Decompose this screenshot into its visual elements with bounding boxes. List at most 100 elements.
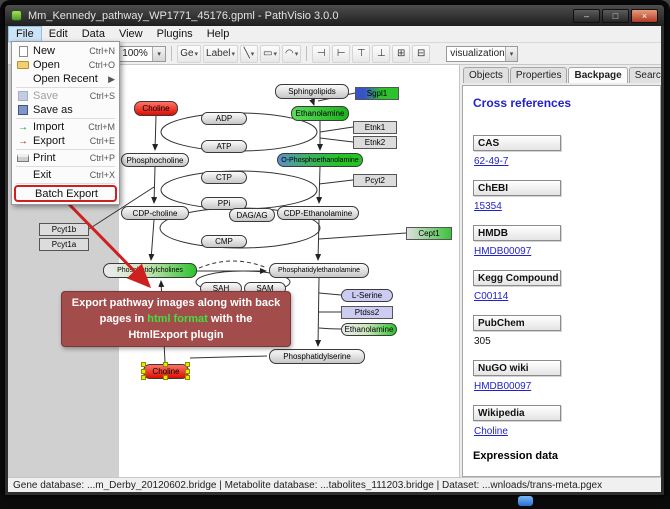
database-name-pubchem: PubChem bbox=[473, 315, 561, 331]
database-id-link-chebi[interactable]: 15354 bbox=[474, 201, 502, 212]
toolbar-separator bbox=[306, 46, 308, 61]
close-button[interactable]: × bbox=[631, 8, 658, 23]
pathway-node-dag-ag-14[interactable]: DAG/AG bbox=[229, 208, 275, 222]
align-tool-icon-0[interactable]: ⊣ bbox=[312, 44, 331, 63]
pathway-node-phosphatidylcholines-20[interactable]: Phosphatidylcholines bbox=[103, 263, 197, 278]
tab-properties[interactable]: Properties bbox=[509, 67, 568, 83]
visualization-dropdown-icon[interactable]: ▾ bbox=[504, 46, 518, 61]
zoom-dropdown-icon[interactable]: ▾ bbox=[152, 46, 166, 61]
tab-search[interactable]: Search bbox=[628, 67, 661, 83]
pathway-node-atp-6[interactable]: ATP bbox=[201, 140, 247, 153]
line-tool-button[interactable]: ╲▾ bbox=[240, 44, 259, 63]
minimize-button[interactable]: – bbox=[573, 8, 600, 23]
new-icon bbox=[16, 45, 30, 57]
database-id-link-wikipedia[interactable]: Choline bbox=[474, 426, 508, 437]
node-label: CDP-choline bbox=[132, 208, 178, 218]
align-tool-icon-4[interactable]: ⊞ bbox=[392, 44, 411, 63]
pathway-node-sgpl1-1[interactable]: Sgpl1 bbox=[355, 87, 399, 100]
pathway-node-pcyt1b-18[interactable]: Pcyt1b bbox=[39, 223, 89, 236]
align-tool-icon-3[interactable]: ⊥ bbox=[372, 44, 391, 63]
node-label: Etnk1 bbox=[364, 123, 386, 132]
gene-node-tool-button[interactable]: Ge▾ bbox=[177, 44, 202, 63]
tab-backpage[interactable]: Backpage bbox=[568, 67, 628, 83]
statusbar-text: Gene database: ...m_Derby_20120602.bridg… bbox=[13, 479, 603, 491]
menu-item-open[interactable]: Open Ctrl+O bbox=[14, 58, 117, 72]
align-tool-icon-5[interactable]: ⊟ bbox=[412, 44, 431, 63]
shape-tool-button[interactable]: ▭▾ bbox=[260, 44, 280, 63]
menu-data[interactable]: Data bbox=[81, 28, 105, 40]
node-label: Choline bbox=[152, 367, 180, 376]
pathway-node-etnk2-7[interactable]: Etnk2 bbox=[353, 136, 397, 149]
pathway-node-l-serine-24[interactable]: L-Serine bbox=[341, 289, 393, 302]
menu-plugins[interactable]: Plugins bbox=[156, 28, 193, 40]
node-label: Cept1 bbox=[418, 229, 440, 238]
pathway-node-cdp-ethanolamine-15[interactable]: CDP-Ethanolamine bbox=[277, 206, 359, 220]
pathway-node-phosphatidylethanolamine-23[interactable]: Phosphatidylethanolamine bbox=[269, 263, 369, 278]
pathway-node-cdp-choline-13[interactable]: CDP-choline bbox=[121, 206, 189, 220]
database-id-link-cas[interactable]: 62-49-7 bbox=[474, 156, 509, 167]
pathvisio-app-icon bbox=[11, 10, 22, 21]
menu-view[interactable]: View bbox=[118, 28, 143, 40]
pathway-node-choline-2[interactable]: Choline bbox=[134, 101, 178, 116]
database-name-nugo-wiki: NuGO wiki bbox=[473, 360, 561, 376]
pathway-node-ethanolamine-3[interactable]: Ethanolamine bbox=[291, 106, 349, 121]
annotation-line-3: HtmlExport plugin bbox=[128, 329, 224, 341]
pathway-node-o-phosphoethanolamine-9[interactable]: O-Phosphoethanolamine bbox=[277, 153, 363, 167]
pathway-node-etnk1-5[interactable]: Etnk1 bbox=[353, 121, 397, 134]
label-tool-button[interactable]: Label▾ bbox=[203, 44, 239, 63]
pathway-node-choline-28[interactable]: Choline bbox=[141, 362, 190, 380]
cross-references-heading: Cross references bbox=[473, 96, 572, 110]
menu-item-save-as[interactable]: Save as bbox=[14, 103, 117, 117]
blank-icon bbox=[16, 73, 30, 85]
menu-edit[interactable]: Edit bbox=[48, 28, 68, 40]
database-id-link-nugo-wiki[interactable]: HMDB00097 bbox=[474, 381, 532, 392]
zoom-combobox[interactable]: 100% ▾ bbox=[118, 45, 167, 62]
align-tool-icon-2[interactable]: ⊤ bbox=[352, 44, 371, 63]
menu-item-batch-export[interactable]: Batch Export bbox=[14, 185, 117, 202]
pathway-node-sphingolipids-0[interactable]: Sphingolipids bbox=[275, 84, 349, 99]
pathway-node-pcyt1a-19[interactable]: Pcyt1a bbox=[39, 238, 89, 251]
expression-data-heading: Expression data bbox=[473, 450, 558, 462]
pathway-node-phosphocholine-8[interactable]: Phosphocholine bbox=[121, 153, 189, 167]
node-label: Ethanolamine bbox=[344, 325, 394, 334]
annotation-line-1: Export pathway images along with back bbox=[71, 297, 281, 309]
selection-handle bbox=[163, 362, 168, 367]
pathway-node-pcyt2-11[interactable]: Pcyt2 bbox=[353, 174, 397, 187]
menu-shortcut: Ctrl+O bbox=[88, 60, 115, 70]
menu-help[interactable]: Help bbox=[206, 28, 230, 40]
tutorial-annotation: Export pathway images along with back pa… bbox=[61, 291, 291, 347]
pathway-node-cept1-16[interactable]: Cept1 bbox=[406, 227, 452, 240]
tab-objects[interactable]: Objects bbox=[463, 67, 509, 83]
align-tool-icon-1[interactable]: ⊢ bbox=[332, 44, 351, 63]
database-id-link-kegg-compound[interactable]: C00114 bbox=[474, 291, 509, 302]
submenu-arrow-icon: ▶ bbox=[108, 73, 115, 84]
menu-file[interactable]: File bbox=[8, 26, 42, 42]
menu-item-open-recent[interactable]: Open Recent▶ bbox=[14, 72, 117, 86]
node-label: Pcyt1a bbox=[51, 240, 77, 249]
menu-separator bbox=[16, 118, 115, 119]
menu-item-label: Open bbox=[33, 59, 60, 71]
visualization-combobox[interactable]: visualization ▾ bbox=[446, 45, 519, 62]
window-title: Mm_Kennedy_pathway_WP1771_45176.gpml - P… bbox=[28, 9, 339, 22]
database-id-link-hmdb[interactable]: HMDB00097 bbox=[474, 246, 532, 257]
maximize-button[interactable]: □ bbox=[602, 8, 629, 23]
arc-tool-button[interactable]: ◠▾ bbox=[282, 44, 302, 63]
pathway-node-adp-4[interactable]: ADP bbox=[201, 112, 247, 125]
menu-item-label: Import bbox=[33, 121, 65, 133]
pathway-node-ctp-10[interactable]: CTP bbox=[201, 171, 247, 184]
pathway-node-ptdss2-25[interactable]: Ptdss2 bbox=[341, 306, 393, 319]
pathway-node-phosphatidylserine-27[interactable]: Phosphatidylserine bbox=[269, 349, 365, 364]
selection-handle bbox=[141, 362, 146, 367]
pathway-node-cmp-17[interactable]: CMP bbox=[201, 235, 247, 248]
menu-shortcut: Ctrl+S bbox=[89, 91, 115, 101]
pathway-node-ethanolamine-26[interactable]: Ethanolamine bbox=[341, 323, 397, 336]
print-icon bbox=[16, 152, 30, 164]
